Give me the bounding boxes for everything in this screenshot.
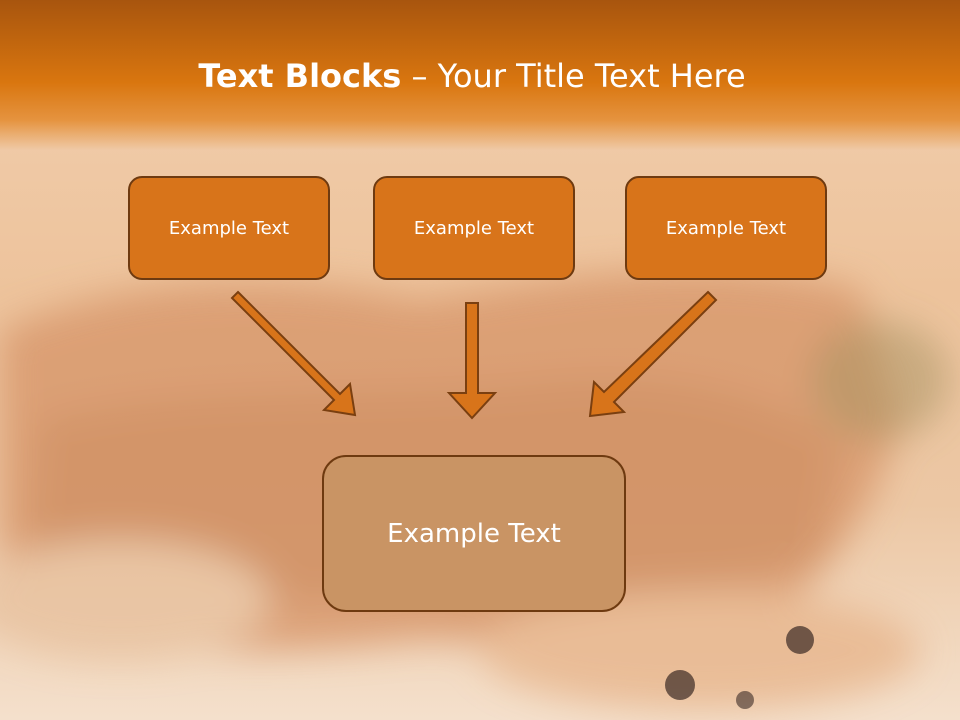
text-block-3[interactable]: Example Text	[625, 176, 827, 280]
title-bold: Text Blocks	[198, 57, 402, 95]
title-rest: Your Title Text Here	[437, 57, 746, 95]
arrow-left	[230, 290, 357, 417]
text-block-1-label: Example Text	[168, 217, 290, 239]
target-text-block[interactable]: Example Text	[322, 455, 626, 612]
target-text-block-label: Example Text	[387, 518, 561, 549]
slide-title: Text Blocks – Your Title Text Here	[0, 54, 944, 98]
arrow-center	[446, 302, 498, 420]
title-dash: –	[401, 57, 438, 95]
text-block-2[interactable]: Example Text	[373, 176, 575, 280]
text-block-2-label: Example Text	[413, 217, 535, 239]
arrow-right	[588, 290, 718, 418]
text-block-1[interactable]: Example Text	[128, 176, 330, 280]
title-bar	[0, 0, 960, 150]
text-block-3-label: Example Text	[665, 217, 787, 239]
